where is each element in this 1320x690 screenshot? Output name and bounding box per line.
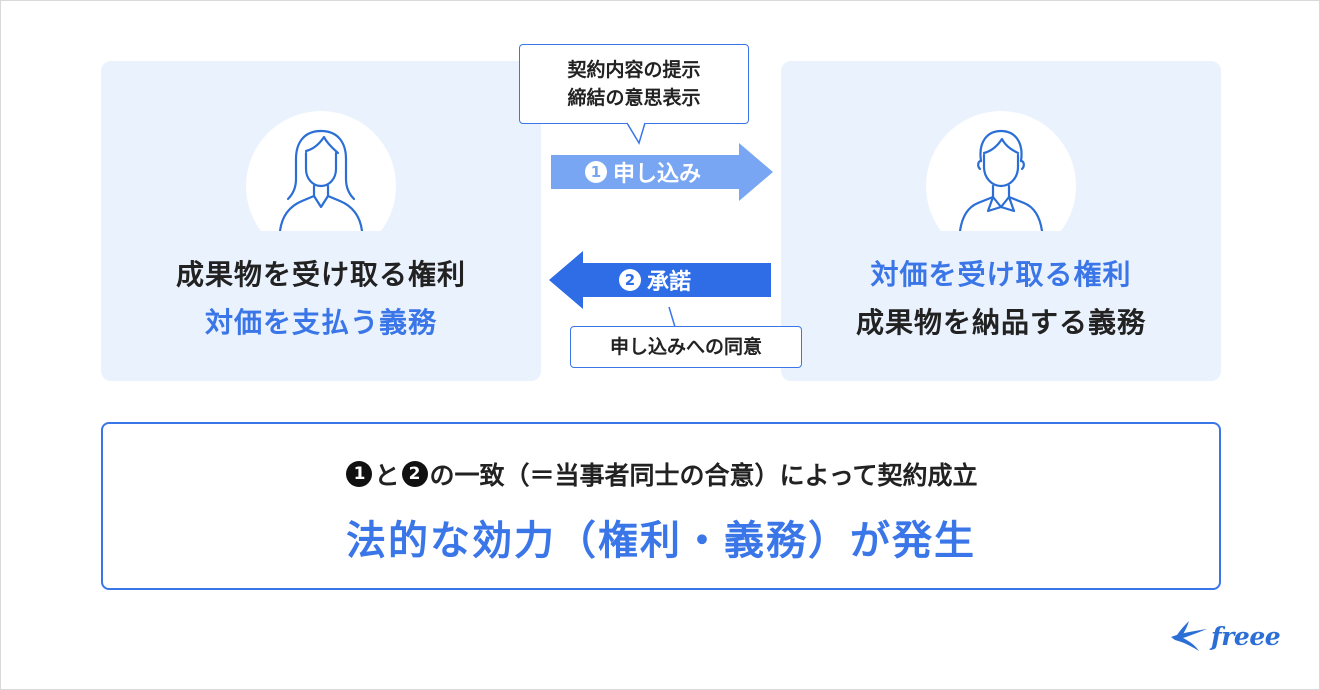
result-connector: と	[374, 461, 400, 490]
offer-note: 契約内容の提示 締結の意思表示	[519, 44, 749, 124]
contractor-duty-text: 成果物を納品する義務	[855, 306, 1146, 339]
logo-text: freee	[1211, 621, 1281, 651]
number-badge-1: 1	[346, 461, 373, 487]
offer-number-badge: 1	[585, 161, 607, 183]
acceptance-note: 申し込みへの同意	[570, 326, 802, 368]
client-duty-text: 対価を支払う義務	[204, 306, 437, 339]
acceptance-label: 2 承諾	[619, 264, 691, 296]
result-statement-text: の一致（＝当事者同士の合意）によって契約成立	[429, 461, 978, 490]
offer-note-line2: 締結の意思表示	[567, 87, 701, 109]
result-headline: 法的な効力（権利・義務）が発生	[346, 518, 976, 564]
contract-result-box: 1 と 2 の一致（＝当事者同士の合意）によって契約成立 法的な効力（権利・義務…	[101, 422, 1221, 590]
freee-logo: freee	[1169, 619, 1281, 653]
woman-icon	[278, 129, 364, 231]
man-icon	[958, 129, 1044, 231]
client-card: 成果物を受け取る権利 対価を支払う義務	[101, 61, 541, 381]
offer-note-tail	[626, 121, 646, 145]
offer-label: 1 申し込み	[585, 156, 701, 188]
acceptance-number-badge: 2	[619, 269, 641, 291]
offer-arrow	[551, 143, 773, 201]
offer-note-line1: 契約内容の提示	[567, 59, 701, 81]
contractor-right-text: 対価を受け取る権利	[870, 258, 1132, 291]
contractor-avatar	[926, 111, 1076, 231]
result-statement: 1 と 2 の一致（＝当事者同士の合意）によって契約成立	[103, 456, 1219, 492]
offer-label-text: 申し込み	[613, 162, 702, 187]
client-right-text: 成果物を受け取る権利	[175, 258, 466, 291]
bird-icon	[1171, 621, 1207, 651]
acceptance-label-text: 承諾	[647, 270, 692, 295]
number-badge-2: 2	[401, 461, 428, 487]
client-avatar	[246, 111, 396, 231]
acceptance-arrow	[549, 251, 771, 309]
contractor-card: 対価を受け取る権利 成果物を納品する義務	[781, 61, 1221, 381]
